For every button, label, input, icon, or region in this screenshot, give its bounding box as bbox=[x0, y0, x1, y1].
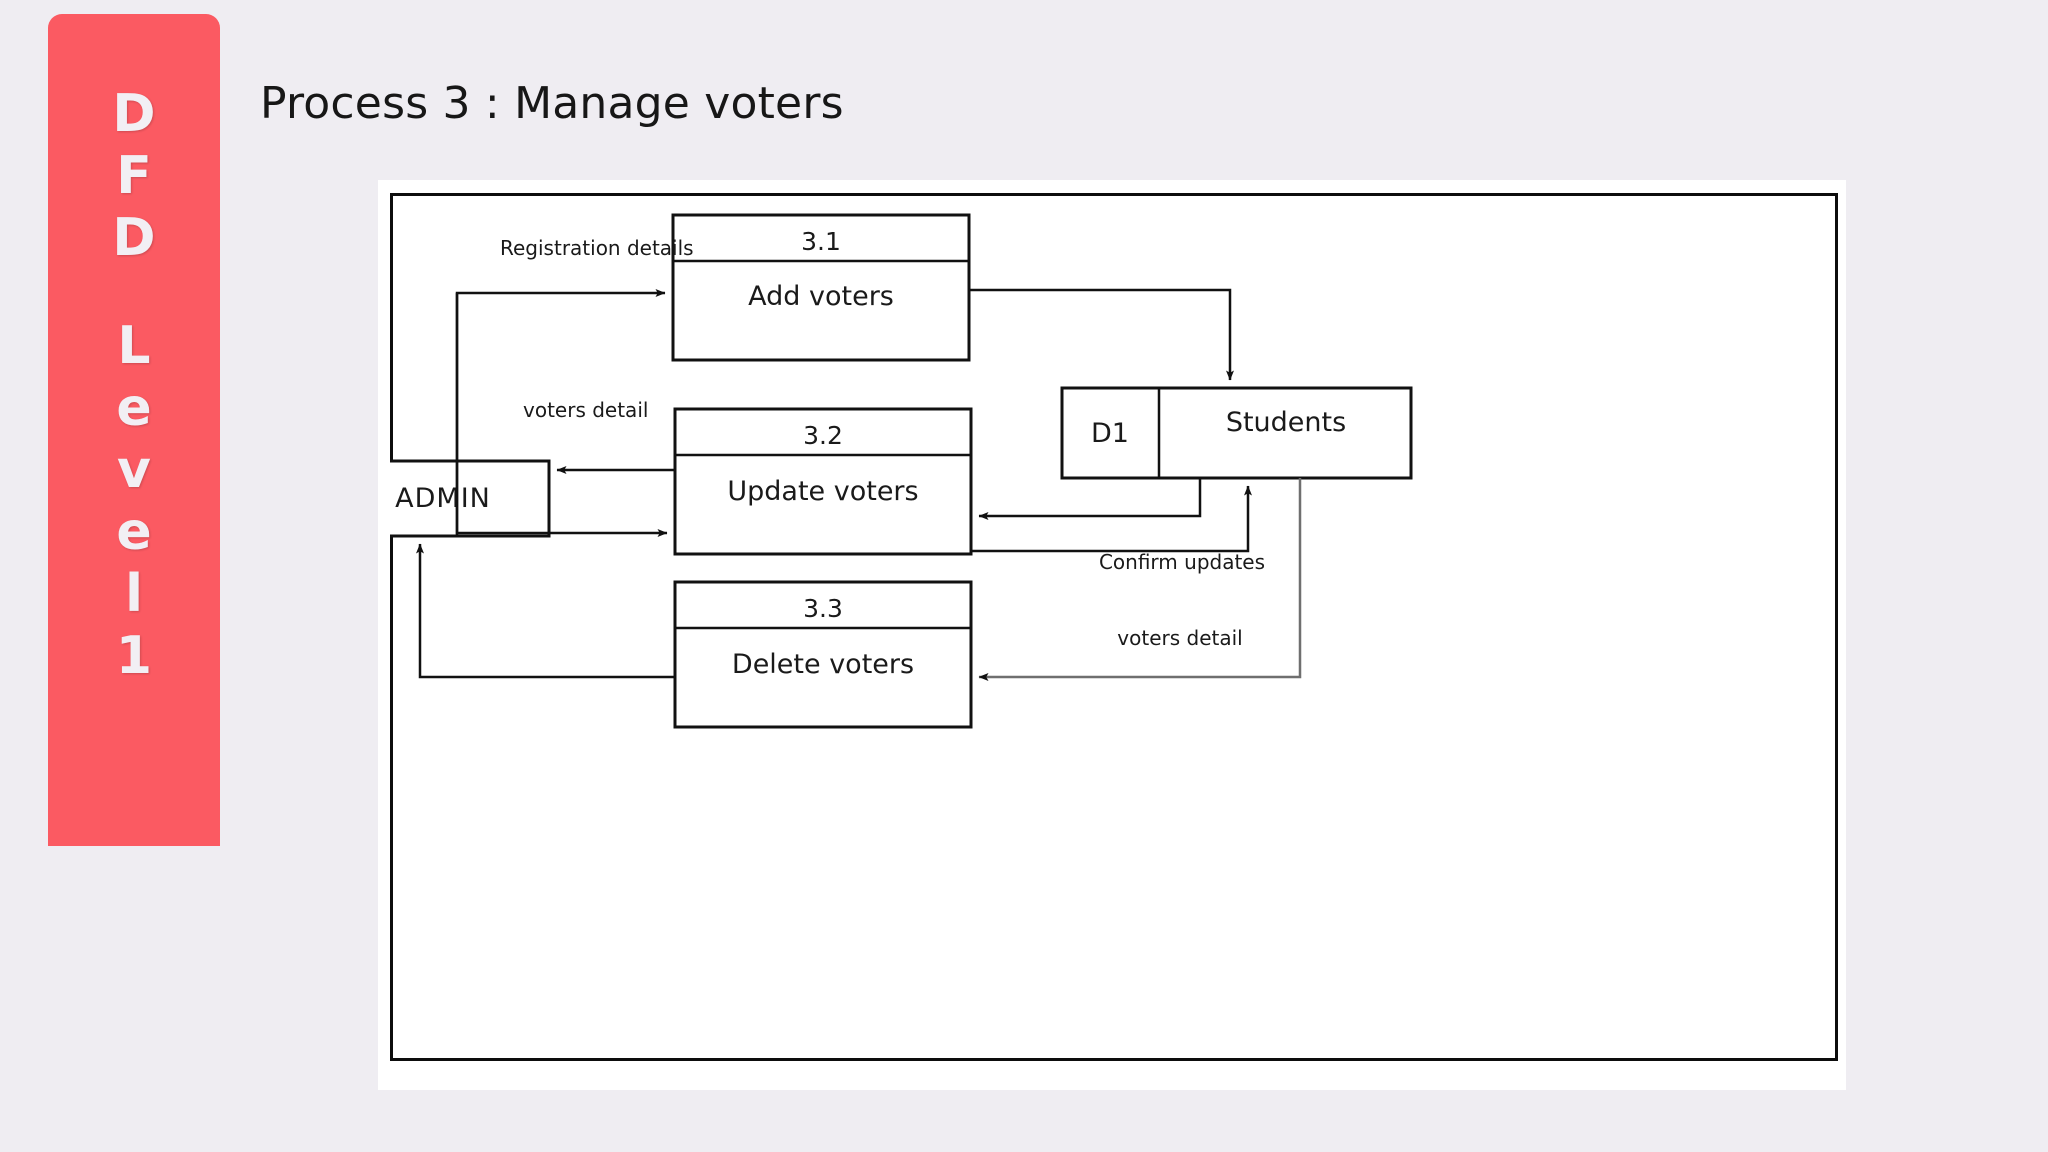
banner-letter-one: 1 bbox=[115, 626, 153, 686]
process-number-3-2: 3.2 bbox=[803, 421, 843, 450]
dfd-diagram: 3.1 Add voters 3.2 Update voters 3.3 Del… bbox=[390, 213, 1413, 729]
flow-store-to-update-voters bbox=[978, 478, 1202, 520]
flow-admin-to-update-voters bbox=[455, 293, 668, 537]
flow-label-confirm-updates: Confirm updates bbox=[1099, 550, 1265, 574]
banner-word-level1: L e v e l 1 bbox=[116, 315, 152, 687]
banner-letter-e2: e bbox=[116, 502, 152, 562]
page-title: Process 3 : Manage voters bbox=[260, 78, 844, 129]
banner-letter-v: v bbox=[117, 440, 151, 500]
process-number-3-3: 3.3 bbox=[803, 594, 843, 623]
banner-letter-d2: D bbox=[112, 208, 156, 268]
diagram-frame bbox=[390, 193, 1838, 1061]
flow-label-voters-detail-bottom: voters detail bbox=[1117, 626, 1242, 650]
flow-label-voters-detail-top: voters detail bbox=[523, 398, 648, 422]
data-store-name-students: Students bbox=[1226, 407, 1346, 438]
flow-voters-detail-to-delete: voters detail bbox=[978, 478, 1302, 681]
banner-letter-d1: D bbox=[112, 84, 156, 144]
banner-letter-l2: l bbox=[125, 564, 143, 624]
flow-confirm-updates: Confirm updates bbox=[971, 485, 1265, 574]
process-name-3-2: Update voters bbox=[727, 476, 918, 507]
banner-letter-f: F bbox=[116, 146, 152, 206]
flow-voters-detail-to-admin: voters detail bbox=[523, 398, 675, 474]
data-store-code-d1: D1 bbox=[1091, 418, 1129, 449]
process-node-3-3[interactable]: 3.3 Delete voters bbox=[673, 580, 973, 729]
process-number-3-1: 3.1 bbox=[801, 227, 841, 256]
process-name-3-1: Add voters bbox=[748, 281, 894, 312]
external-entity-admin[interactable]: ADMIN bbox=[390, 459, 551, 538]
flow-add-voters-to-store bbox=[969, 288, 1234, 381]
external-entity-label-admin: ADMIN bbox=[395, 483, 491, 514]
banner-word-dfd: D F D bbox=[112, 83, 155, 269]
data-store-d1[interactable]: D1 Students bbox=[1060, 386, 1413, 480]
process-node-3-2[interactable]: 3.2 Update voters bbox=[673, 407, 973, 556]
flow-label-registration-details: Registration details bbox=[500, 236, 694, 260]
process-node-3-1[interactable]: 3.1 Add voters bbox=[671, 213, 971, 362]
process-name-3-3: Delete voters bbox=[732, 649, 914, 680]
flow-delete-voters-to-admin bbox=[416, 543, 675, 679]
banner-letter-l: L bbox=[117, 316, 151, 376]
side-banner: D F D L e v e l 1 bbox=[48, 14, 220, 846]
banner-letter-e1: e bbox=[116, 378, 152, 438]
